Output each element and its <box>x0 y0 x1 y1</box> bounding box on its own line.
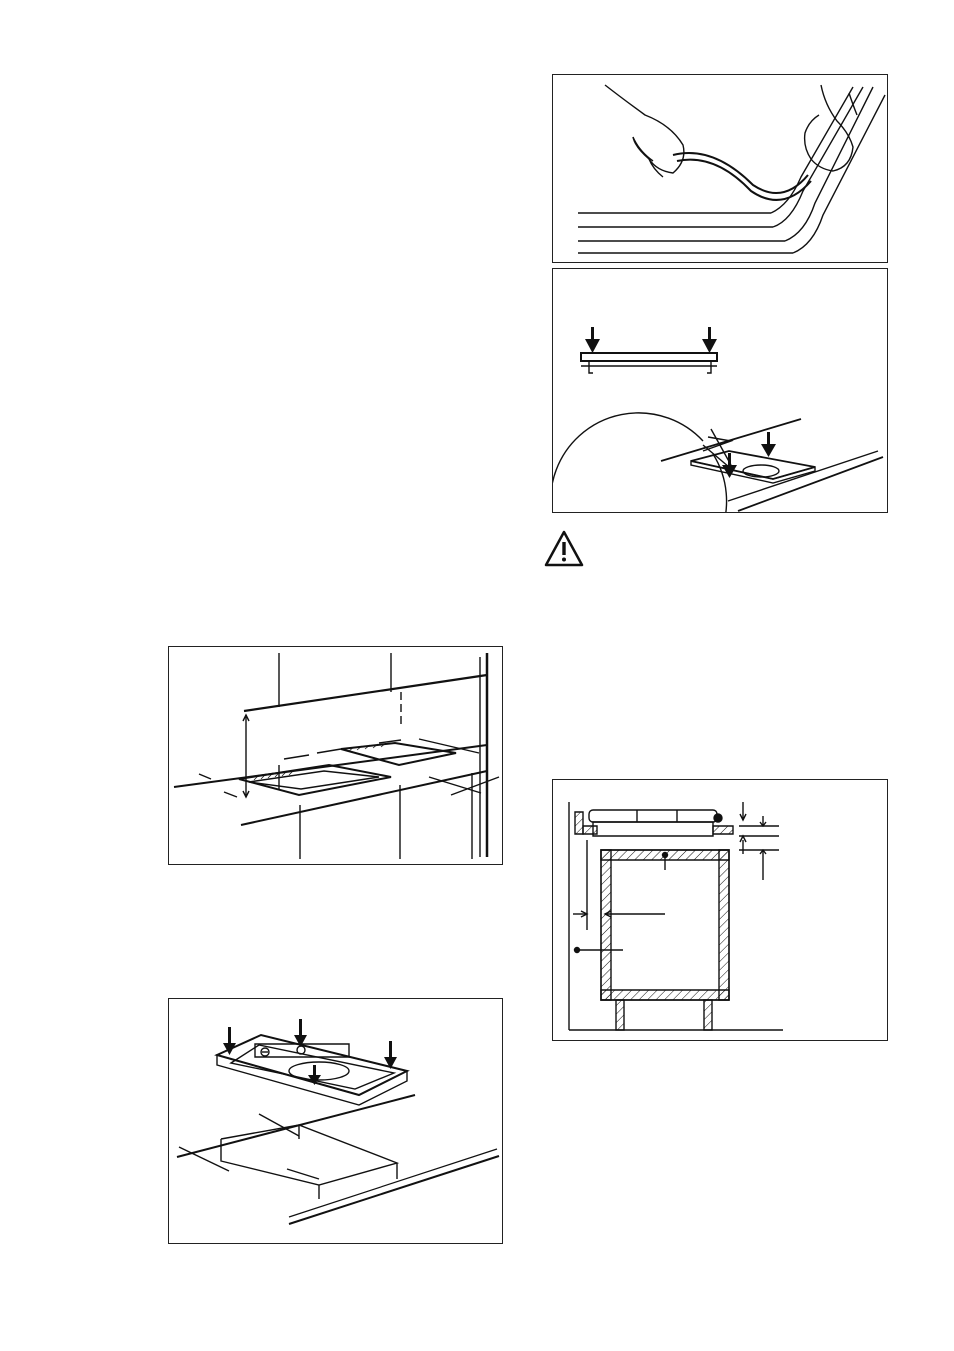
cabinet-section-drawing <box>553 780 888 1041</box>
cabinet-section-figure <box>552 779 888 1041</box>
warning-triangle-icon <box>543 529 585 569</box>
worktop-cutout-figure <box>168 646 503 865</box>
seal-strip-figure <box>552 74 888 263</box>
press-down-drawing <box>553 269 888 513</box>
seal-strip-drawing <box>553 75 888 263</box>
press-down-figure <box>552 268 888 513</box>
hob-placement-drawing <box>169 999 503 1244</box>
hob-placement-figure <box>168 998 503 1244</box>
worktop-cutout-drawing <box>169 647 503 865</box>
